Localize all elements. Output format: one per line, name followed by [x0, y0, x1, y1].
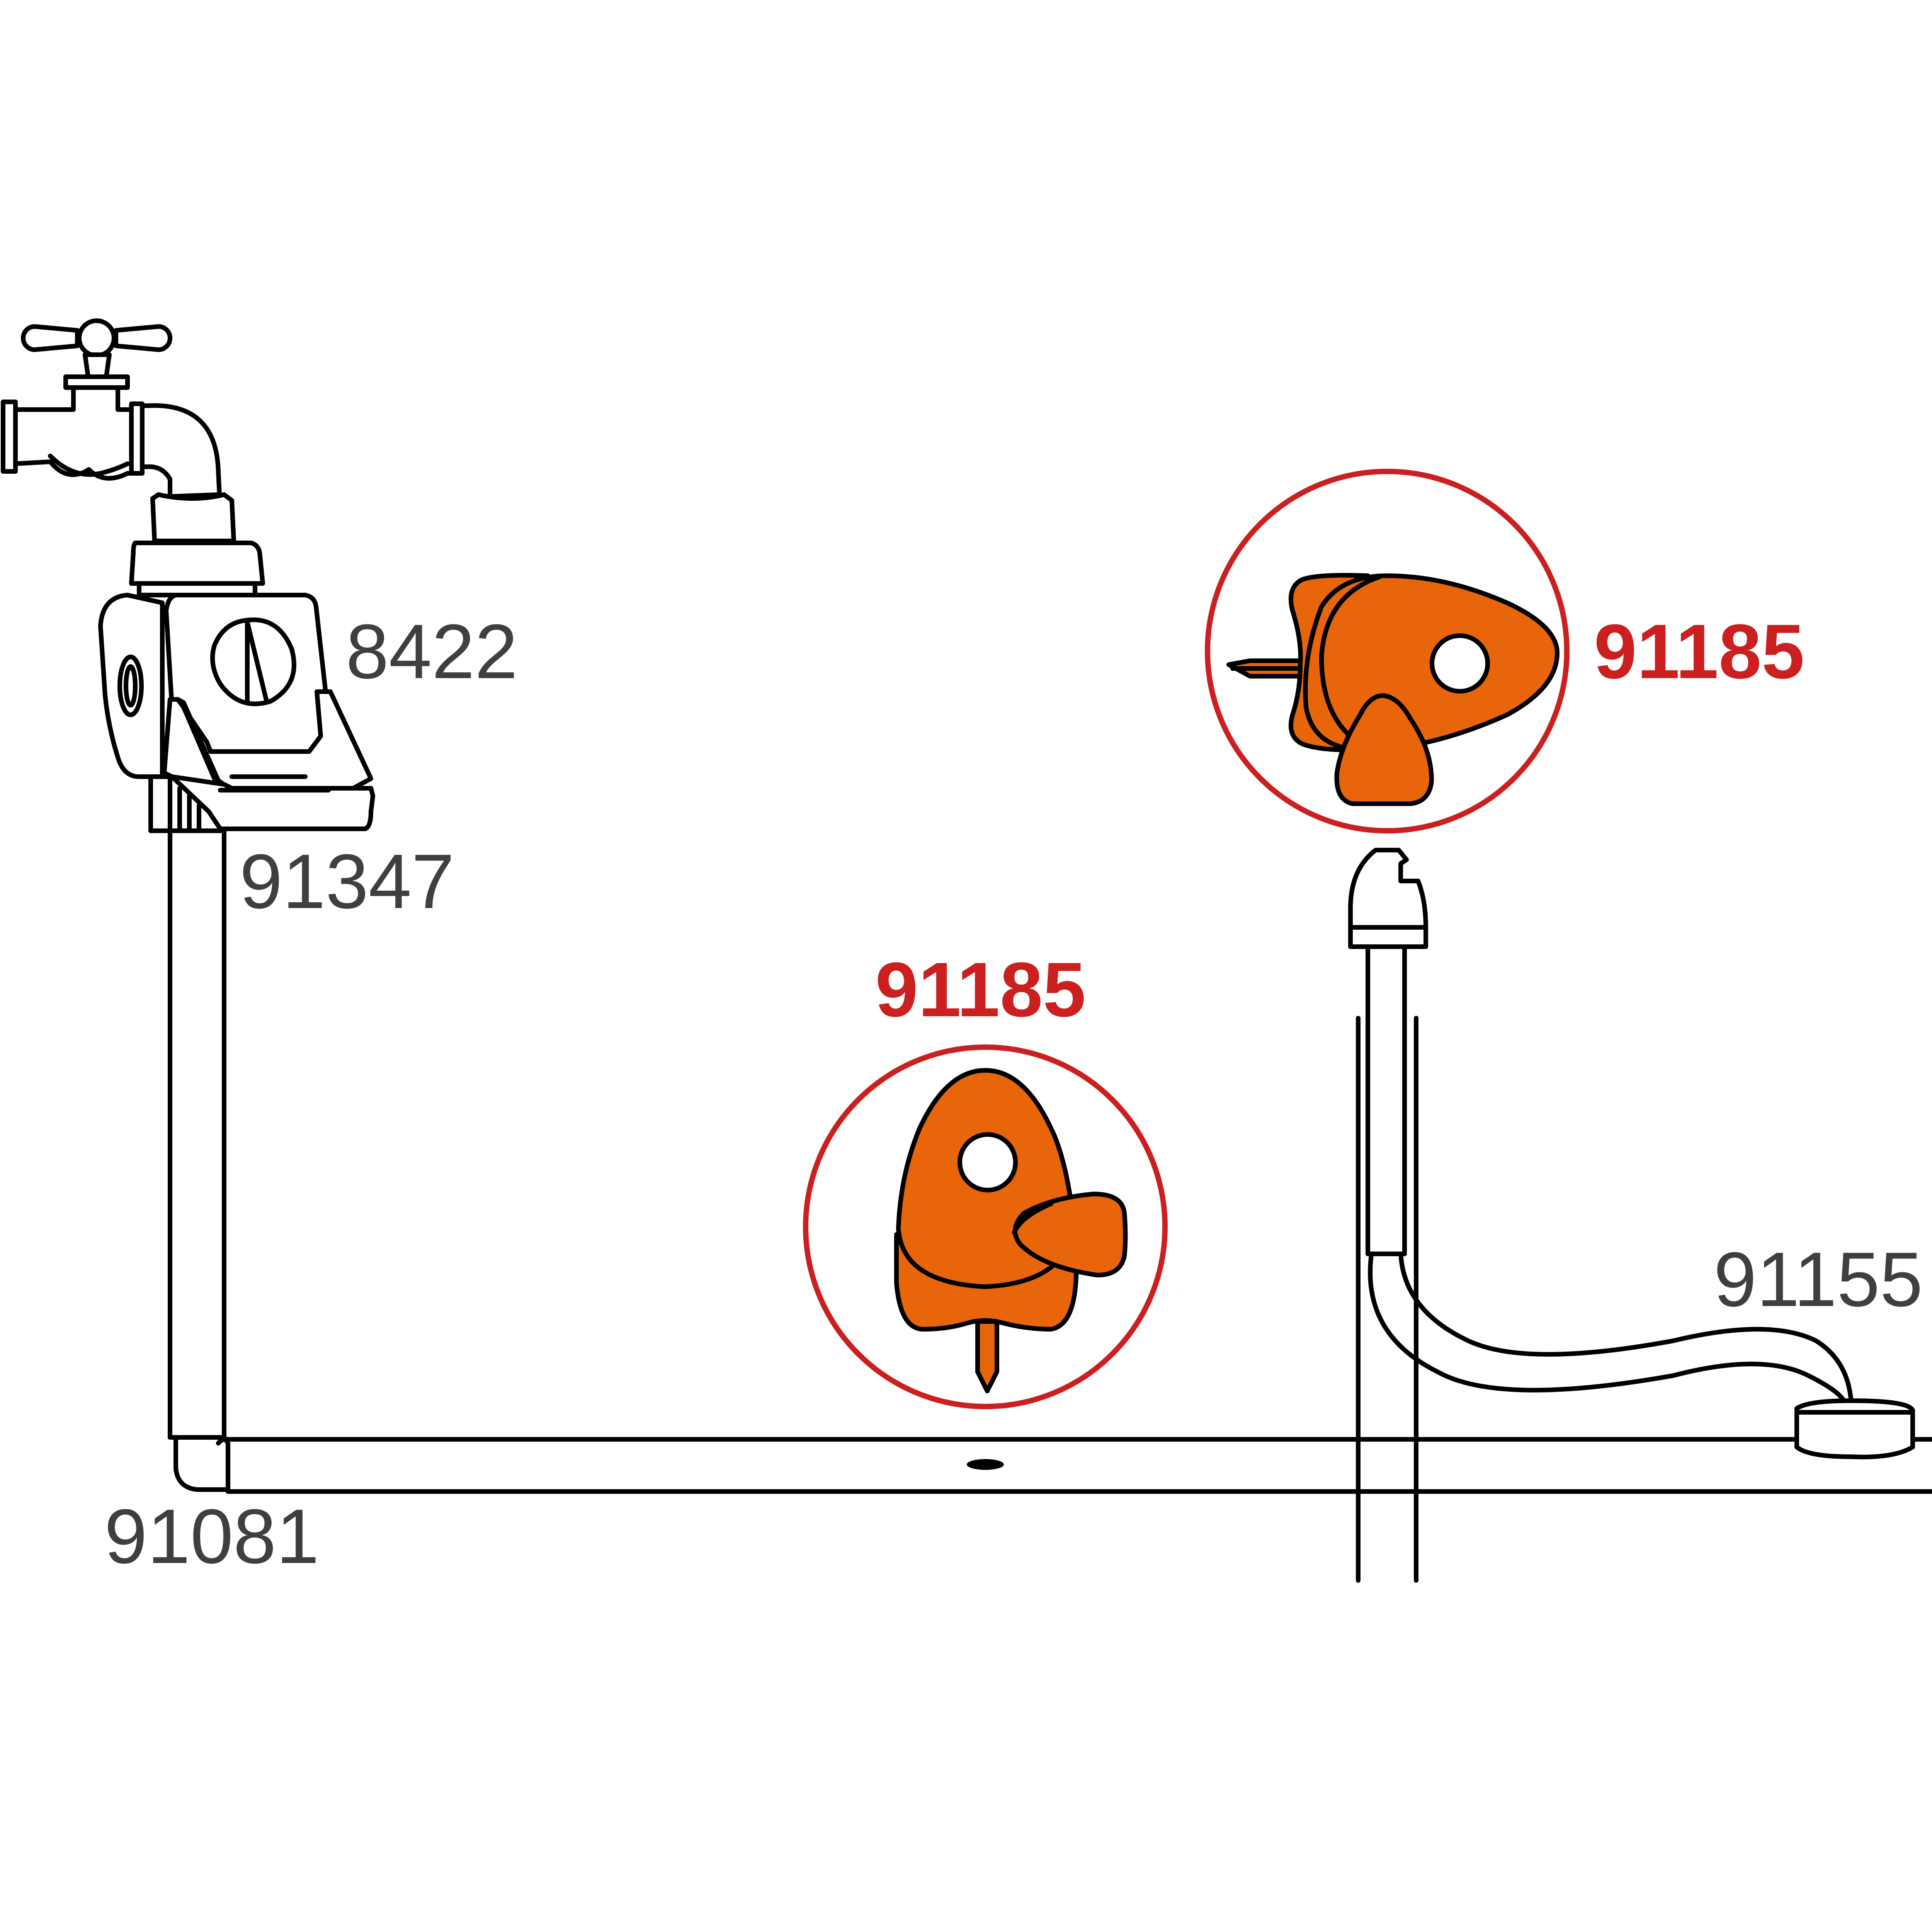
connector-pipe [168, 828, 230, 1492]
connector-label: 91347 [240, 838, 454, 925]
dripper-icon [803, 1044, 1168, 1409]
micro-sprayer-icon [1348, 848, 1915, 1583]
dripper-middle-label: 91185 [875, 947, 1086, 1033]
sprayer-label: 91155 [1714, 1236, 1923, 1323]
main-pipe [226, 1437, 1932, 1494]
timer-label: 8422 [346, 609, 518, 695]
dripper-icon [1205, 469, 1570, 833]
highlight-ring [803, 1044, 1168, 1409]
highlight-ring [1205, 469, 1570, 833]
dripper-top-label: 91185 [1594, 609, 1804, 695]
elbow-label: 91081 [104, 1493, 319, 1580]
water-timer-icon [98, 541, 375, 833]
tap-icon [1, 318, 236, 543]
